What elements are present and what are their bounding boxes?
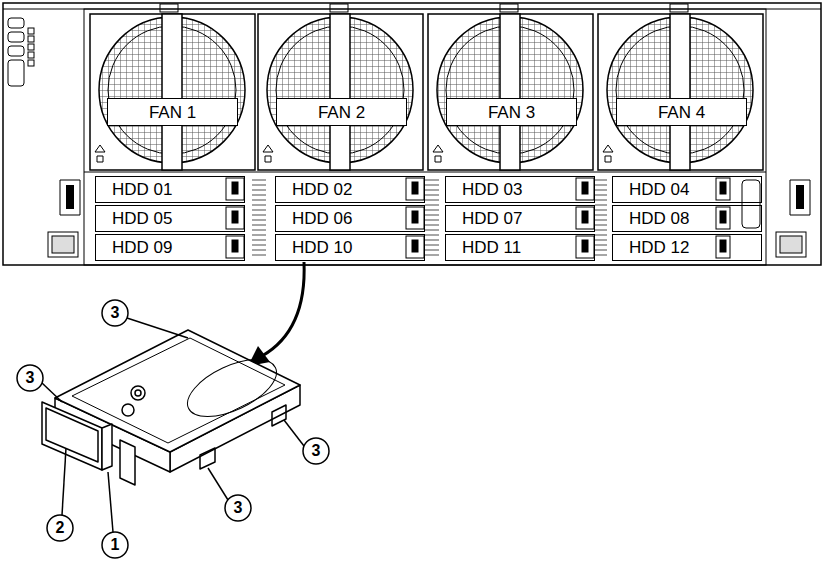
fan-label-box: FAN 4	[616, 98, 747, 126]
drive-bay: HDD 01	[95, 176, 245, 203]
drive-bay: HDD 09	[95, 234, 245, 261]
drive-label: HDD 12	[629, 239, 689, 256]
drive-label: HDD 10	[292, 239, 352, 256]
fan-label-box: FAN 2	[276, 98, 407, 126]
drive-label: HDD 04	[629, 181, 689, 198]
drive-bay: HDD 03	[445, 176, 595, 203]
drive-bay: HDD 10	[275, 234, 425, 261]
fan-label: FAN 2	[318, 104, 365, 121]
drive-label: HDD 11	[462, 239, 521, 256]
callout-number: 3	[226, 498, 250, 518]
drive-bay: HDD 12	[612, 234, 762, 261]
fan-label-box: FAN 1	[107, 98, 238, 126]
drive-bay: HDD 05	[95, 205, 245, 232]
drive-label: HDD 02	[292, 181, 352, 198]
callout-number: 2	[48, 518, 72, 538]
drive-bay: HDD 11	[445, 234, 595, 261]
callout-number: 3	[304, 441, 328, 461]
drive-label: HDD 06	[292, 210, 352, 227]
drive-label: HDD 09	[112, 239, 172, 256]
drive-label: HDD 07	[462, 210, 522, 227]
fan-label-box: FAN 3	[446, 98, 577, 126]
fan-label: FAN 1	[149, 104, 196, 121]
callout-number: 3	[103, 303, 127, 323]
drive-label: HDD 08	[629, 210, 689, 227]
drive-label: HDD 01	[112, 181, 172, 198]
fan-label: FAN 3	[488, 104, 535, 121]
drive-bay: HDD 04	[612, 176, 762, 203]
drive-bay: HDD 08	[612, 205, 762, 232]
drive-bay: HDD 07	[445, 205, 595, 232]
drive-bay: HDD 02	[275, 176, 425, 203]
callout-number: 1	[103, 535, 127, 555]
callout-number: 3	[18, 368, 42, 388]
drive-label: HDD 05	[112, 210, 172, 227]
drive-label: HDD 03	[462, 181, 522, 198]
drive-bay: HDD 06	[275, 205, 425, 232]
fan-label: FAN 4	[658, 104, 705, 121]
